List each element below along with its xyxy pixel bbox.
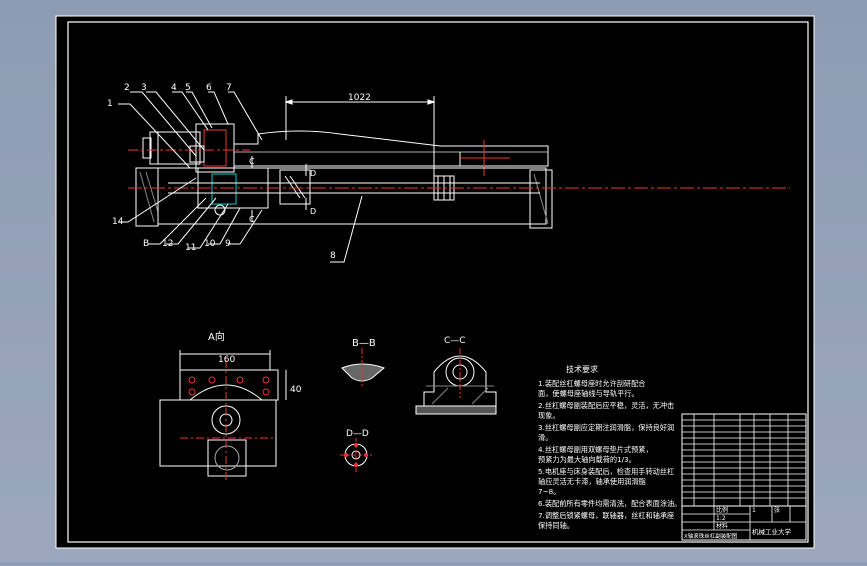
school-name: 机械工业大学 [752, 527, 792, 536]
part-number-12: 12 [162, 239, 173, 249]
tech-line: 7.调整后锁紧螺母，联轴器，丝杠和轴承座 [538, 511, 674, 520]
part-number-2: 2 [124, 83, 130, 93]
view-a-title: A向 [208, 330, 225, 343]
part-number-10: 10 [204, 239, 216, 249]
part-number-9: 9 [225, 239, 231, 249]
view-a [159, 350, 287, 480]
part-number-11: 11 [185, 243, 196, 253]
tech-line: 保持同轴。 [538, 521, 574, 530]
drawing-name: X轴滚珠丝杠副装配图 [684, 532, 738, 540]
dim-40: 40 [290, 385, 302, 395]
tech-line: 4.丝杠螺母副用双螺母垫片式预紧， [538, 445, 653, 454]
section-mark-d2: D [310, 207, 316, 216]
section-mark-d1: D [310, 169, 316, 178]
view-cc-title: C—C [444, 336, 466, 346]
view-dd [340, 438, 372, 472]
tech-line: 5.电机座与床身装配后，检查用手转动丝杠 [538, 467, 674, 476]
part-number-13: B [143, 239, 149, 249]
tech-line: 7~8。 [538, 487, 560, 496]
motor-body [149, 131, 201, 165]
tech-line: 现象。 [538, 411, 560, 420]
quantity-value: 1 [752, 507, 756, 514]
section-mark-c1: C [249, 157, 255, 166]
part-numbers: 1 2 3 4 5 6 7 14 B 12 11 10 9 8 1022 C C… [107, 83, 371, 261]
technical-requirements: 技术要求 1.装配丝杠螺母座时允许刮研配合 面，使螺母座轴线与导轨平行。 2.丝… [538, 364, 681, 530]
sheet-label: 张 [774, 506, 780, 514]
paper-border [55, 15, 815, 549]
tech-line: 6.装配前所有零件均需清洗，配合表面涂油。 [538, 499, 681, 508]
tech-line: 滑。 [538, 433, 552, 442]
tech-line: 3.丝杠螺母副应定期注润滑脂，保持良好润 [538, 423, 674, 432]
part-number-7: 7 [226, 83, 232, 93]
drawing-frame [67, 21, 809, 543]
tech-title: 技术要求 [566, 364, 598, 374]
part-number-8: 8 [330, 251, 336, 261]
part-number-4: 4 [171, 83, 177, 93]
scale-label: 比例 [716, 506, 728, 514]
material-label: 材料 [716, 522, 728, 530]
part-number-1: 1 [107, 99, 113, 109]
main-assembly-view [118, 91, 790, 263]
part-number-3: 3 [141, 83, 147, 93]
part-number-6: 6 [206, 83, 212, 93]
part-number-14: 14 [112, 217, 124, 227]
view-dd-title: D—D [346, 429, 369, 439]
view-cc [415, 348, 497, 415]
dim-160: 160 [218, 355, 235, 365]
tech-line: 预紧力为最大轴向载荷的1/3。 [538, 455, 636, 464]
dim-1022: 1022 [348, 93, 371, 103]
tech-line: 1.装配丝杠螺母座时允许刮研配合 [538, 379, 645, 388]
view-a-labels: A向 160 40 [208, 330, 302, 395]
tech-line: 面，使螺母座轴线与导轨平行。 [538, 389, 639, 398]
title-block [681, 413, 807, 541]
title-block-text: 比例 1:2 1 张 材料 X轴滚珠丝杠副装配图 机械工业大学 [684, 506, 792, 540]
section-mark-c2: C [249, 215, 255, 224]
scale-value: 1:2 [716, 515, 726, 522]
tech-line: 轴应灵活无卡滞，轴承使用润滑脂 [538, 477, 646, 486]
view-bb-title: B—B [352, 338, 376, 349]
view-bb [341, 348, 385, 386]
tech-line: 2.丝杠螺母副装配后应平稳，灵活，无冲击 [538, 401, 674, 410]
part-number-5: 5 [185, 83, 191, 93]
